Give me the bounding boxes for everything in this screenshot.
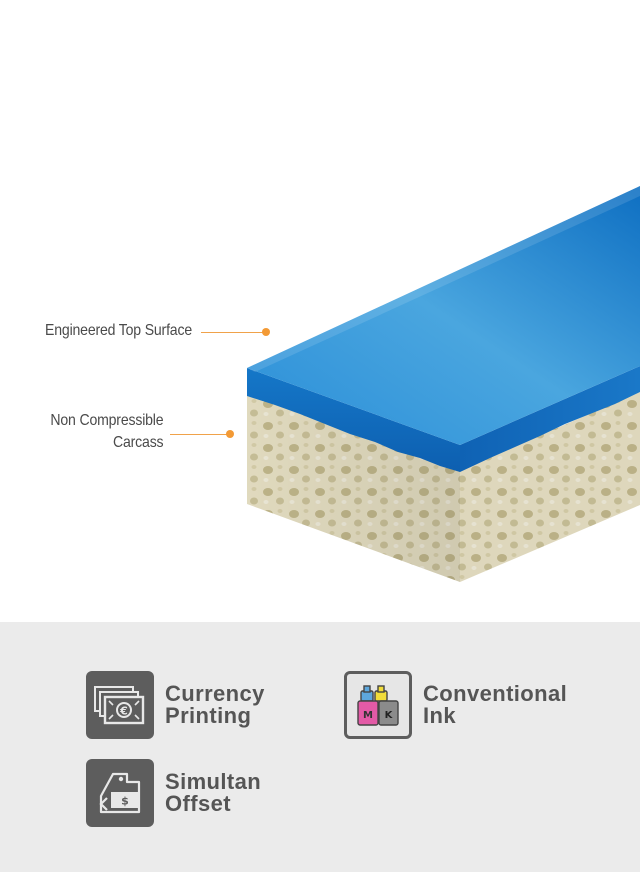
svg-text:€: € [119, 705, 128, 718]
dollar-tag-icon: $ [86, 759, 154, 827]
surface-top-face [247, 186, 640, 445]
surface-side-edge [460, 366, 640, 472]
app-simultan-offset: $ Simultan Offset [86, 759, 261, 827]
blanket-diagram: Engineered Top Surface Non Compressible … [45, 186, 640, 582]
callout-top-surface-label: Engineered Top Surface [45, 322, 192, 339]
currency-notes-icon: € [86, 671, 154, 739]
app-currency-printing-label: Currency Printing [165, 681, 265, 728]
svg-text:M: M [363, 710, 373, 721]
svg-text:$: $ [121, 795, 129, 808]
carcass-side-face [460, 392, 640, 582]
callout-top-surface-dot [262, 328, 270, 336]
ink-bottles-icon: M K [344, 671, 412, 739]
app-simultan-offset-label: Simultan Offset [165, 769, 262, 816]
callout-carcass-leader [170, 434, 228, 435]
callout-top-surface-leader [201, 332, 263, 333]
applications-panel: € Currency Printing M K Conventional In [0, 622, 640, 872]
blanket-cross-section [247, 186, 640, 582]
callout-carcass-dot [226, 430, 234, 438]
callout-carcass-label: Non Compressible Carcass [49, 412, 163, 451]
svg-text:K: K [385, 710, 394, 721]
app-conventional-ink-label: Conventional Ink [423, 681, 568, 728]
surface-front-edge [247, 368, 460, 472]
app-conventional-ink: M K Conventional Ink [344, 671, 567, 739]
app-currency-printing: € Currency Printing [86, 671, 265, 739]
